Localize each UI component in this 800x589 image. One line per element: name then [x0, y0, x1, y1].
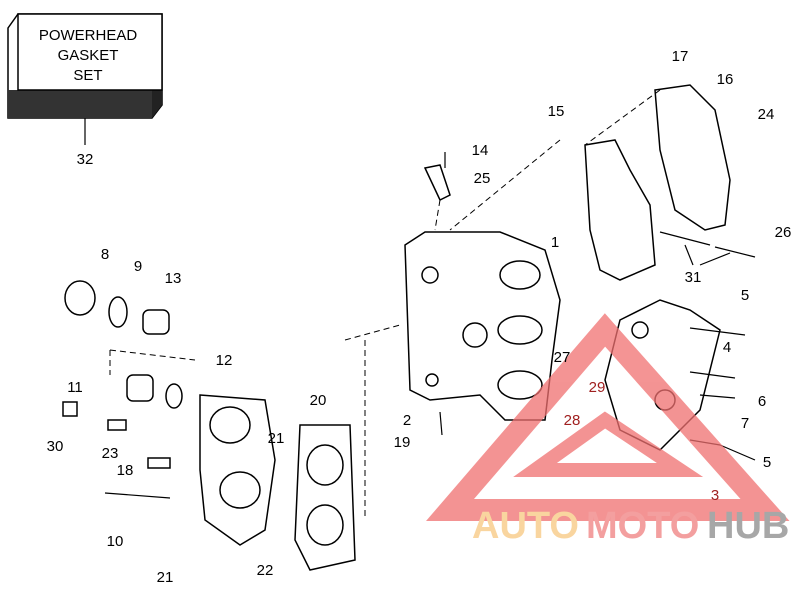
callout-29: 29: [589, 379, 606, 396]
left-parts: [62, 280, 401, 571]
callout-24: 24: [758, 106, 775, 123]
callout-15: 15: [548, 103, 565, 120]
callout-16: 16: [717, 71, 734, 88]
watermark-hub: HUB: [707, 505, 789, 547]
callout-22: 22: [257, 562, 274, 579]
callout-1: 1: [551, 234, 559, 251]
callout-4: 4: [723, 339, 731, 356]
callout-labels: 32 17 16 15 24 14 25 1 26 31 8 9 13 5 12…: [47, 48, 792, 586]
gasket-set-box: POWERHEAD GASKET SET: [7, 13, 163, 145]
callout-7: 7: [741, 415, 749, 432]
cover-16: [654, 84, 731, 231]
callout-18: 18: [117, 462, 134, 479]
callout-23: 23: [102, 445, 119, 462]
watermark-logo: AUTO MOTO HUB: [426, 313, 790, 547]
kit-title-line3: SET: [73, 67, 102, 84]
kit-title-line2: GASKET: [58, 47, 119, 64]
watermark-auto: AUTO: [472, 505, 579, 547]
cylinder-block: [404, 231, 561, 421]
callout-31: 31: [685, 269, 702, 286]
callout-21-top: 21: [268, 430, 285, 447]
callout-10: 10: [107, 533, 124, 550]
gasket-15: [584, 139, 656, 281]
callout-9: 9: [134, 258, 142, 275]
callout-25: 25: [474, 170, 491, 187]
callout-19: 19: [394, 434, 411, 451]
callout-8: 8: [101, 246, 109, 263]
callout-28: 28: [564, 412, 581, 429]
callout-21-bottom: 21: [157, 569, 174, 586]
kit-title-line1: POWERHEAD: [39, 27, 138, 44]
callout-13: 13: [165, 270, 182, 287]
callout-2: 2: [403, 412, 411, 429]
callout-26: 26: [775, 224, 792, 241]
callout-5-bottom: 5: [763, 454, 771, 471]
callout-17: 17: [672, 48, 689, 65]
watermark-moto: MOTO: [586, 505, 699, 547]
callout-6: 6: [758, 393, 766, 410]
callout-3: 3: [711, 487, 719, 504]
callout-14: 14: [472, 142, 489, 159]
callout-30: 30: [47, 438, 64, 455]
callout-20: 20: [310, 392, 327, 409]
callout-32: 32: [77, 151, 94, 168]
callout-5-top: 5: [741, 287, 749, 304]
callout-27: 27: [554, 349, 571, 366]
callout-12: 12: [216, 352, 233, 369]
callout-11: 11: [67, 379, 83, 396]
